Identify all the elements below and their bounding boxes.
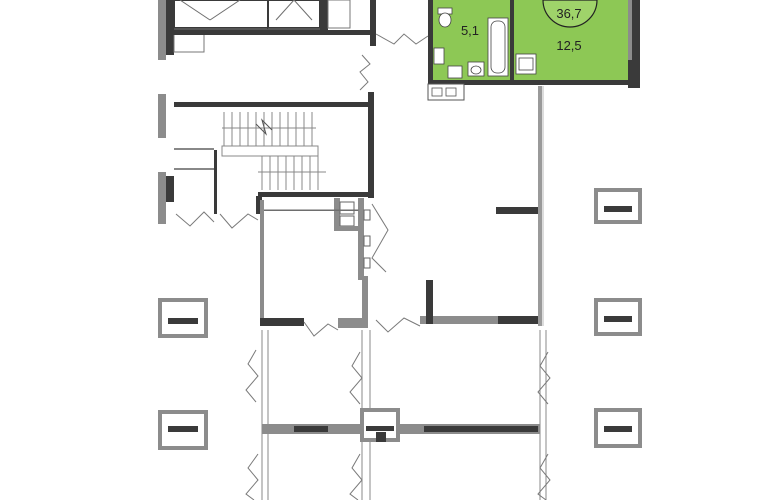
apartment-wall-bottom bbox=[428, 80, 640, 85]
lower-walls bbox=[262, 408, 540, 442]
staircase-icon bbox=[158, 92, 374, 214]
toilet-icon bbox=[437, 7, 453, 28]
left-entrance bbox=[158, 172, 262, 229]
window-unit-icon bbox=[158, 188, 642, 450]
total-area-label: 36,7 bbox=[556, 6, 581, 21]
total-area-badge bbox=[542, 0, 598, 28]
apartment-highlight[interactable]: 36,7 5,1 12,5 bbox=[427, 0, 640, 101]
sink-icon bbox=[467, 61, 485, 77]
corridor-doors bbox=[245, 349, 551, 500]
washer-icon bbox=[433, 47, 463, 79]
kitchen-unit-icon bbox=[515, 53, 537, 75]
door-swing-icon bbox=[359, 33, 429, 91]
entry-closet bbox=[427, 83, 465, 101]
room-area-living: 12,5 bbox=[556, 38, 581, 53]
room-area-bathroom: 5,1 bbox=[461, 23, 479, 38]
bathtub-icon bbox=[487, 17, 509, 77]
glazing-lines bbox=[261, 330, 547, 500]
vestibule bbox=[260, 198, 389, 328]
apartment-wall-left bbox=[428, 0, 433, 84]
lower-rooms bbox=[260, 86, 544, 337]
apartment-partition bbox=[510, 0, 514, 82]
elevator-block bbox=[158, 0, 376, 60]
apartment-window-right bbox=[628, 0, 632, 60]
